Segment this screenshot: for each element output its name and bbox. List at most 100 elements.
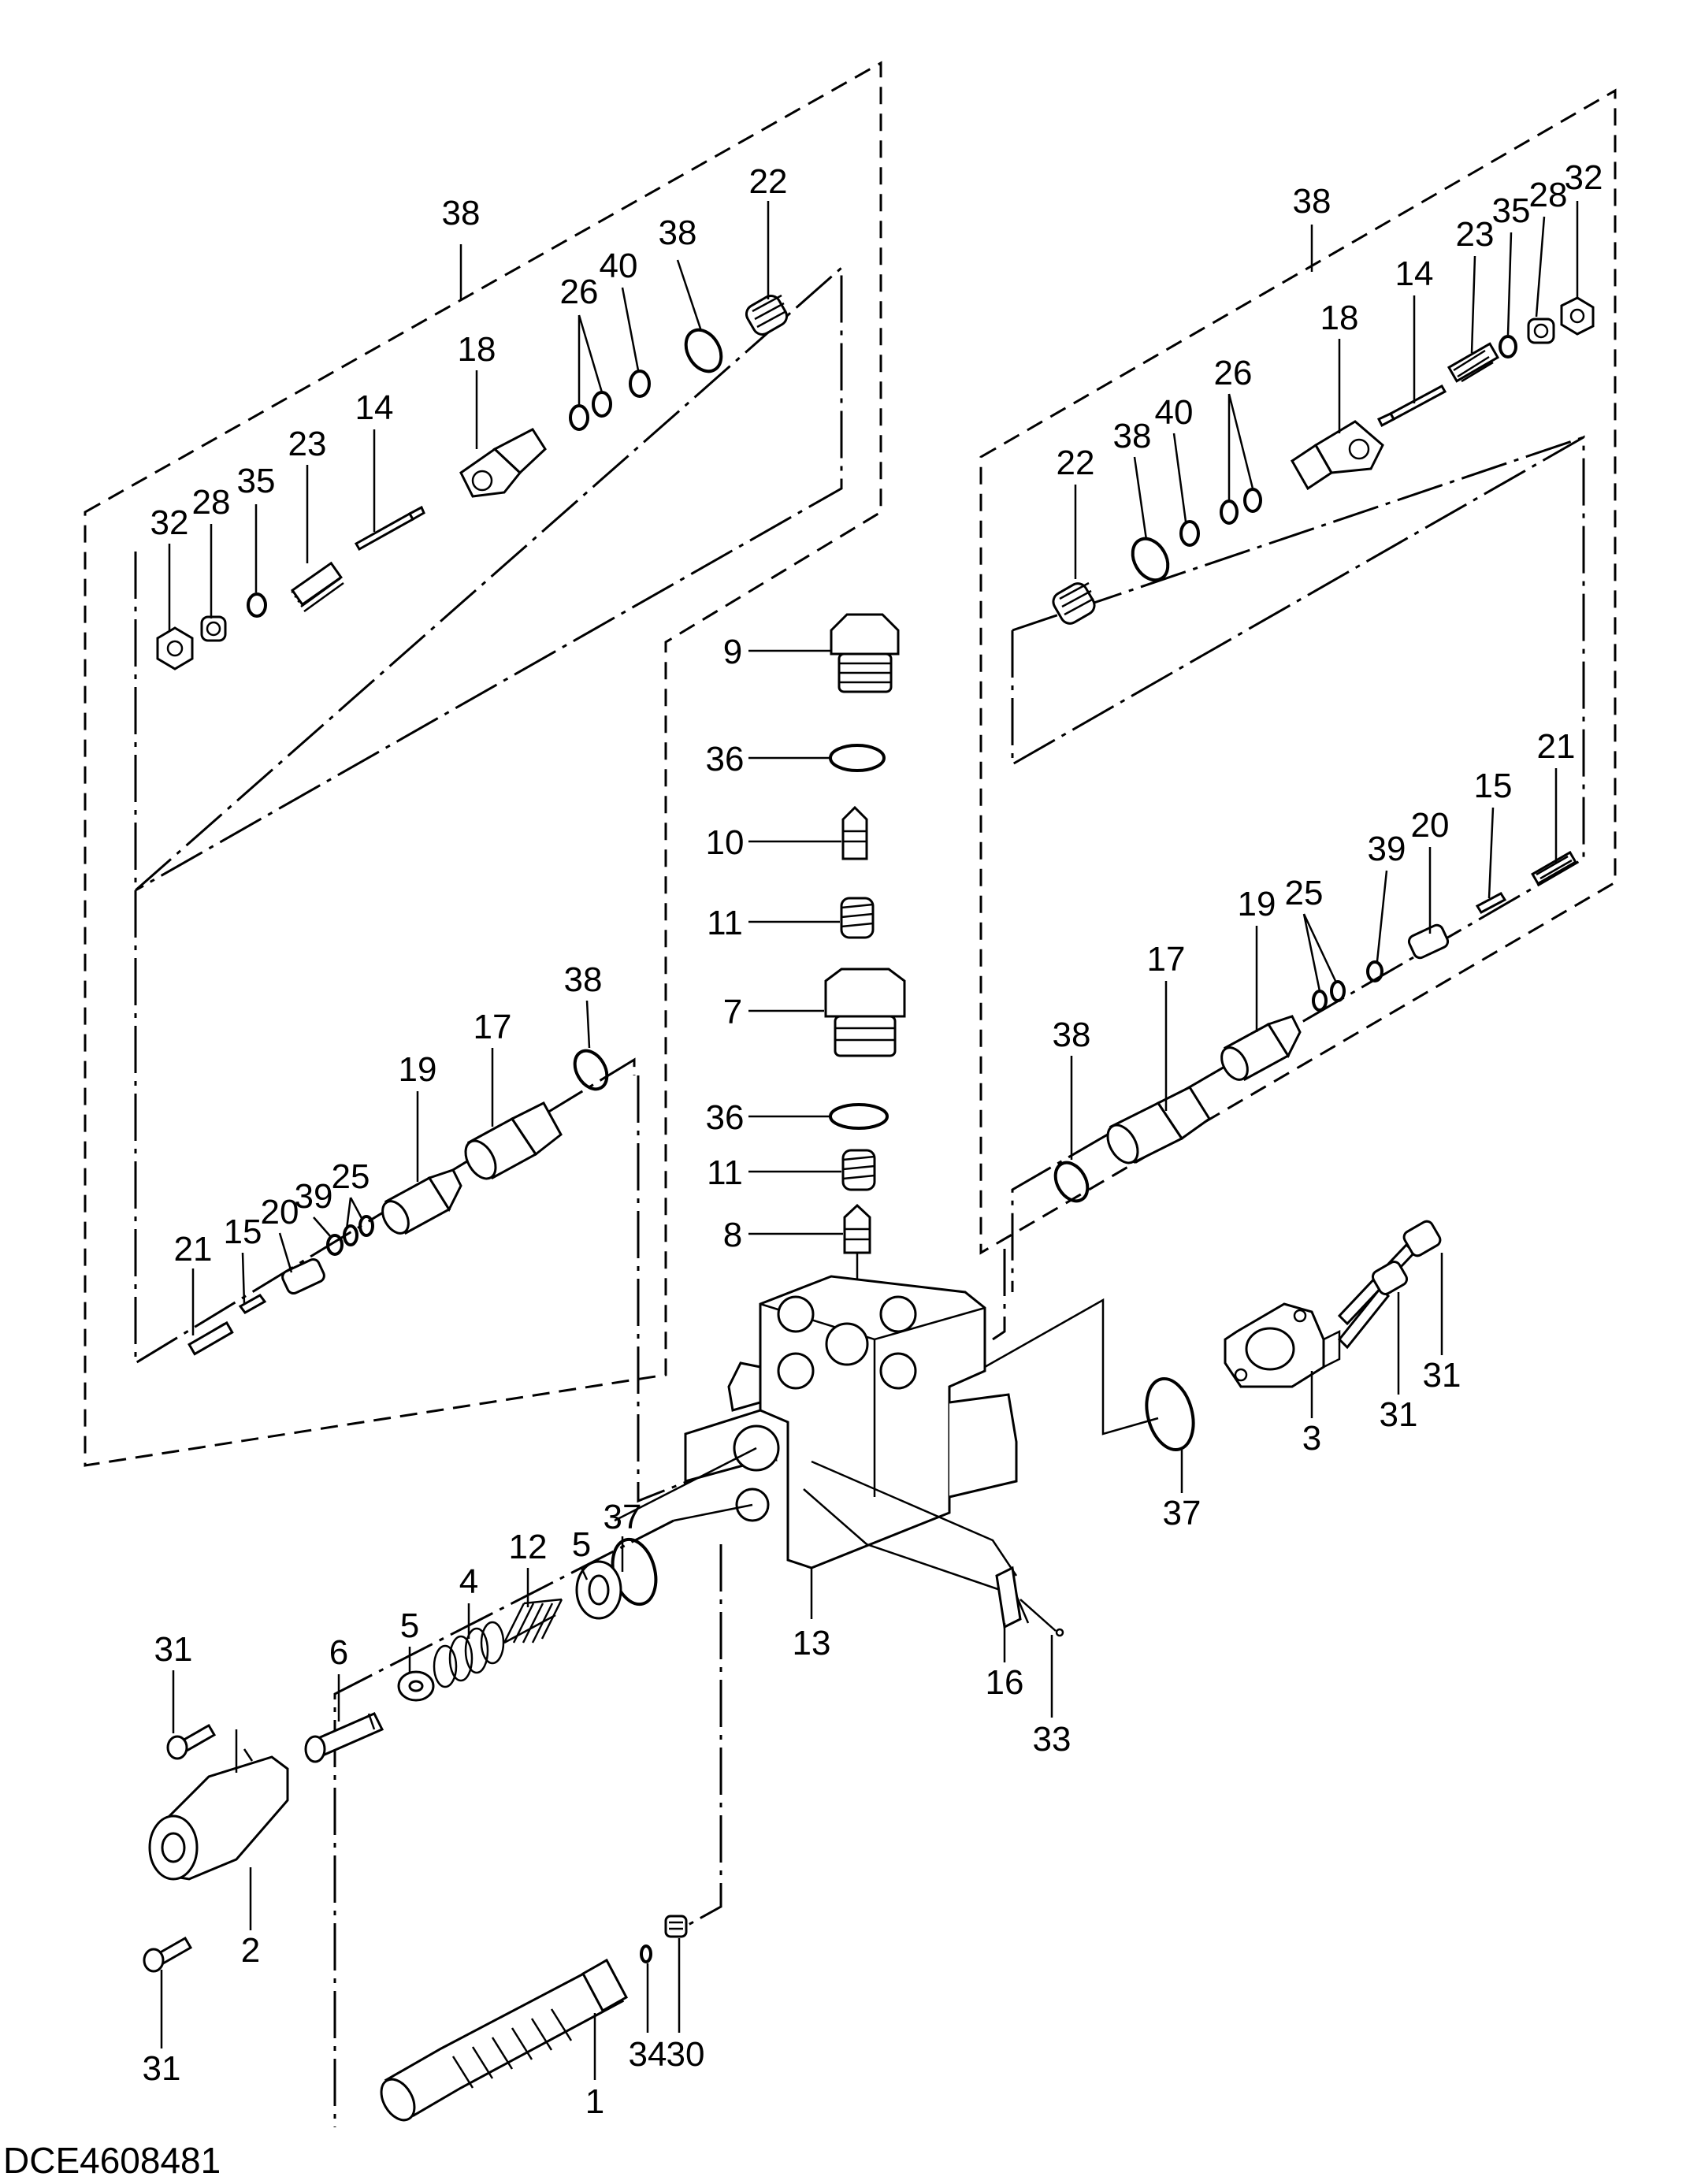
upper-left-group-boundary [84,61,882,1467]
part-31-bolt-right-lower [1337,1261,1409,1350]
spool-subassembly-outline [333,1075,1006,2127]
callout-17: 17 [474,1008,512,1046]
part-40-ring-left [629,370,651,398]
callout-39: 39 [295,1177,333,1216]
callout-19: 19 [399,1050,437,1089]
callout-32: 32 [150,503,189,542]
callout-38: 38 [1293,182,1331,221]
part-14-pin-right [1376,384,1447,428]
callout-1: 1 [585,2082,604,2121]
part-17-sleeve-right [1106,1086,1212,1164]
part-20-plunger-left [281,1257,325,1295]
callout-18: 18 [458,330,496,369]
part-35-oring-left [247,592,267,618]
upper-left-relief-subassembly-outline [134,265,843,1365]
part-31-bolt-left-lower [143,1936,193,1973]
callout-14: 14 [1395,254,1434,293]
part-11-spring-upper [840,897,875,939]
callout-15: 15 [1474,767,1513,805]
callout-28: 28 [192,483,231,522]
callout-19: 19 [1238,885,1276,923]
callout-17: 17 [1147,940,1186,979]
part-18-valve-body-left [459,428,547,498]
part-32-nut-left [156,626,194,670]
drawing-code: DCE4608481 [3,2140,221,2181]
callout-36: 36 [706,740,745,778]
part-14-pin-left [354,505,425,552]
leader-lines [160,201,1579,2080]
part-15-pin-left [238,1294,267,1314]
callout-5: 5 [572,1525,591,1564]
part-19-poppet-left [381,1168,462,1235]
part-19-poppet-right [1220,1015,1302,1081]
part-5-seal-left [397,1670,435,1702]
callout-10: 10 [706,823,745,862]
part-10-poppet [841,805,868,860]
part-16-plate [995,1566,1022,1629]
callout-31: 31 [1423,1356,1461,1395]
part-11-spring-lower [841,1149,876,1191]
callout-20: 20 [1411,806,1450,845]
part-21-spring-left [188,1320,234,1356]
part-39-ring-right [1366,960,1383,982]
callout-8: 8 [723,1216,742,1254]
callout-13: 13 [793,1624,831,1662]
callout-23: 23 [288,425,327,463]
callout-14: 14 [355,388,394,427]
callout-37: 37 [1163,1494,1201,1532]
callout-25: 25 [332,1157,370,1196]
callout-35: 35 [1492,191,1531,230]
callout-38: 38 [564,960,603,999]
callout-7: 7 [723,993,742,1031]
callout-11: 11 [707,1153,743,1192]
part-15-pin-right [1475,892,1507,914]
callout-34: 34 [629,2035,667,2074]
part-38-oring-left-upper [684,328,723,373]
callout-38: 38 [1053,1016,1091,1054]
callout-26: 26 [1214,354,1253,392]
callout-38: 38 [442,194,481,232]
callout-21: 21 [174,1230,213,1268]
part-20-plunger-right [1407,923,1450,960]
callout-labels: 38 22 38 40 26 18 14 23 35 28 32 38 32 2… [143,158,1603,2121]
part-32-nut-right [1560,296,1595,336]
part-18-valve-body-right [1291,420,1384,491]
part-26-orings-left [569,391,612,431]
callout-39: 39 [1368,830,1406,868]
callout-3: 3 [1302,1419,1321,1458]
part-40-ring-right [1179,520,1200,547]
part-6-stopper-shaft [304,1712,384,1763]
connection-lines [614,1298,1159,1624]
callout-31: 31 [154,1630,193,1669]
callout-35: 35 [237,462,276,500]
callout-33: 33 [1033,1720,1071,1759]
part-33-pin [1019,1599,1064,1637]
callout-23: 23 [1456,215,1495,254]
part-31-bolt-left-upper [166,1723,217,1760]
callout-37: 37 [604,1498,642,1536]
part-35-oring-right [1499,335,1517,358]
part-3-flange-cover [1224,1302,1341,1388]
part-13-valve-body [684,1275,1018,1569]
callout-36: 36 [706,1098,745,1137]
part-2-end-cap [148,1729,289,1881]
part-7-housing [824,968,906,1057]
part-28-plug-right [1527,318,1555,344]
callout-9: 9 [723,633,742,671]
part-21-spring-right [1531,850,1577,886]
upper-right-relief-subassembly-outline [1011,435,1585,1292]
callout-31: 31 [143,2049,181,2088]
callout-6: 6 [329,1633,348,1672]
callout-26: 26 [560,273,599,311]
callout-32: 32 [1565,158,1603,197]
part-9-fitting [830,613,900,693]
part-25-orings-left [343,1215,374,1246]
callout-22: 22 [749,162,788,201]
part-4-spring-outer [433,1621,505,1688]
part-39-ring-left [326,1234,344,1256]
part-34-ring [640,1944,652,1963]
part-38-oring-left-lower [573,1049,609,1091]
part-12-spring-inner [503,1598,563,1644]
callout-38: 38 [659,214,697,252]
callout-31: 31 [1380,1395,1418,1434]
